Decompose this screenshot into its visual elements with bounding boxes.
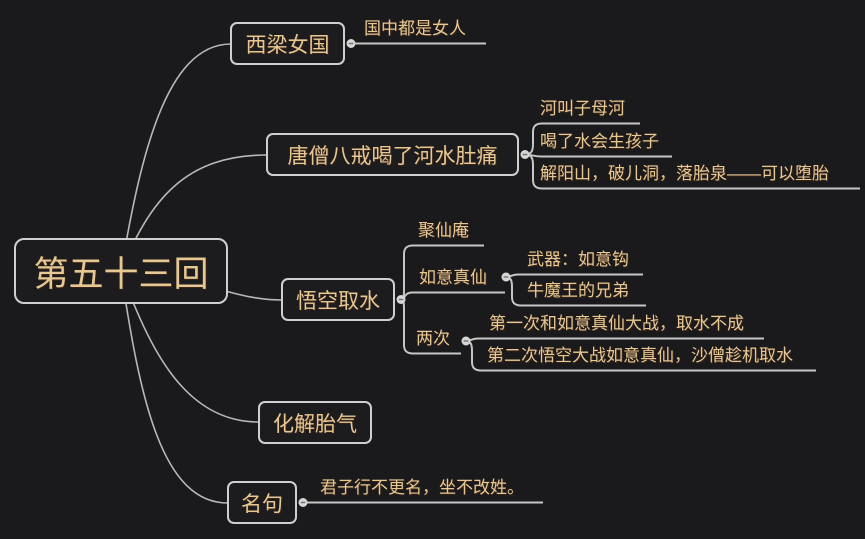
branch-topic-xiliang[interactable]: 西梁女国 (230, 22, 345, 65)
branch-topic-tangseng[interactable]: 唐僧八戒喝了河水肚痛 (266, 133, 519, 176)
subtopic-niumowang[interactable]: 牛魔王的兄弟 (527, 281, 629, 300)
subtopic-juxianan[interactable]: 聚仙庵 (418, 221, 469, 240)
root-topic[interactable]: 第五十三回 (14, 238, 228, 304)
collapse-button[interactable] (461, 336, 471, 346)
subtopic-dierci[interactable]: 第二次悟空大战如意真仙，沙僧趁机取水 (487, 346, 793, 365)
subtopic-diyici[interactable]: 第一次和如意真仙大战，取水不成 (489, 314, 744, 333)
connector-ruyizhenxian (400, 291, 505, 301)
connector-diyici (465, 337, 764, 342)
subtopic-ruyizhenxian[interactable]: 如意真仙 (419, 268, 487, 287)
connector-root-to-mingju (120, 270, 229, 504)
subtopic-liangci[interactable]: 两次 (416, 329, 450, 348)
collapse-button[interactable] (298, 498, 308, 507)
branch-topic-mingju[interactable]: 名句 (227, 481, 297, 524)
subtopic-jieyang[interactable]: 解阳山，破儿洞，落胎泉——可以堕胎 (540, 164, 829, 183)
subtopic-wuqi[interactable]: 武器：如意钩 (527, 250, 629, 269)
collapse-button[interactable] (520, 150, 530, 159)
connector-jieyang (524, 153, 860, 190)
subtopic-hejiao[interactable]: 河叫子母河 (540, 99, 625, 118)
branch-topic-wukong[interactable]: 悟空取水 (281, 278, 395, 321)
branch-topic-huajie[interactable]: 化解胎气 (258, 401, 372, 444)
connector-hejiao (524, 122, 640, 156)
connector-root-to-xiliang (120, 43, 232, 272)
connector-wuqi (505, 273, 643, 278)
collapse-button[interactable] (346, 39, 356, 48)
connector-hele (524, 153, 672, 158)
collapse-button[interactable] (501, 272, 511, 282)
subtopic-junzi[interactable]: 君子行不更名，坐不改姓。 (320, 478, 524, 497)
subtopic-hele[interactable]: 喝了水会生孩子 (540, 132, 659, 151)
collapse-buttons (298, 39, 530, 507)
collapse-button[interactable] (396, 295, 406, 304)
subtopic-guozhong[interactable]: 国中都是女人 (364, 19, 466, 38)
